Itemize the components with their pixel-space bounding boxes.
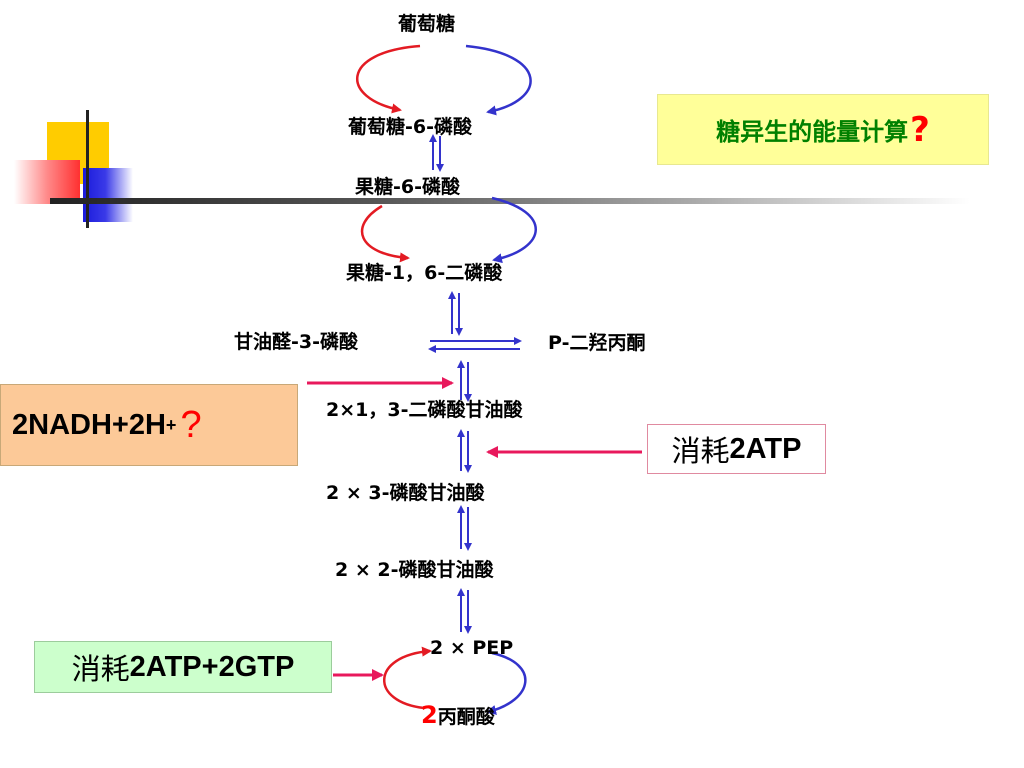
- equilibrium-gap-bpg: [457, 360, 472, 402]
- equilibrium-g6p-f6p: [429, 134, 444, 172]
- atpgtp-prefix: 消耗: [71, 652, 130, 686]
- atp-prefix: 消耗: [671, 434, 730, 468]
- g6p-label: 葡萄糖-6-磷酸: [348, 116, 472, 138]
- f16bp-label: 果糖-1，6-二磷酸: [346, 262, 503, 284]
- pg2-label: 2 × 2-磷酸甘油酸: [335, 559, 494, 581]
- red-cycle-arrow: [356, 44, 421, 114]
- equilibrium-2pg-pep: [457, 588, 472, 634]
- gap-label: 甘油醛-3-磷酸: [234, 331, 358, 353]
- blue-cycle-arrow: [465, 44, 532, 116]
- red-cycle-arrow: [383, 646, 432, 710]
- blue-cycle-arrow: [491, 196, 537, 264]
- f6p-label: 果糖-6-磷酸: [355, 176, 460, 198]
- question-mark: ?: [180, 403, 202, 446]
- cycle-f6p-f16bp: [360, 196, 537, 264]
- pg3-label: 2 × 3-磷酸甘油酸: [326, 482, 485, 504]
- dhap-label: P-二羟丙酮: [548, 332, 646, 354]
- nadh-superscript: +: [165, 414, 177, 435]
- pyruvate-label: 2丙酮酸: [421, 703, 495, 729]
- cycle-pep-pyruvate: [383, 646, 527, 715]
- glucose-label: 葡萄糖: [398, 13, 456, 35]
- pyruvate-name: 丙酮酸: [437, 706, 495, 728]
- horizontal-divider: [50, 198, 970, 204]
- atpgtp-value: 2ATP+2GTP: [129, 650, 295, 683]
- equilibrium-3pg-2pg: [457, 505, 472, 551]
- nadh-text: 2NADH+2H: [12, 408, 166, 441]
- equilibrium-gap-dhap: [428, 337, 522, 353]
- equilibrium-f16bp-triose: [448, 291, 463, 336]
- pyruvate-count: 2: [421, 701, 438, 729]
- atp-value: 2ATP: [729, 432, 802, 465]
- vertical-line: [86, 110, 89, 228]
- red-cycle-arrow: [360, 204, 410, 263]
- cycle-glucose-g6p: [356, 44, 532, 116]
- blue-square: [83, 168, 133, 222]
- bpg13-label: 2×1，3-二磷酸甘油酸: [326, 399, 523, 421]
- nadh-box: 2NADH+2H+?: [0, 384, 298, 466]
- blue-cycle-arrow: [486, 651, 527, 715]
- decorative-corner-graphic: [0, 0, 160, 240]
- red-square: [14, 160, 80, 204]
- question-mark: ?: [910, 109, 930, 150]
- pep-label: 2 × PEP: [430, 637, 514, 659]
- equilibrium-bpg-3pg: [457, 429, 472, 473]
- title-box: 糖异生的能量计算?: [657, 94, 989, 165]
- page-title: 糖异生的能量计算: [716, 118, 909, 146]
